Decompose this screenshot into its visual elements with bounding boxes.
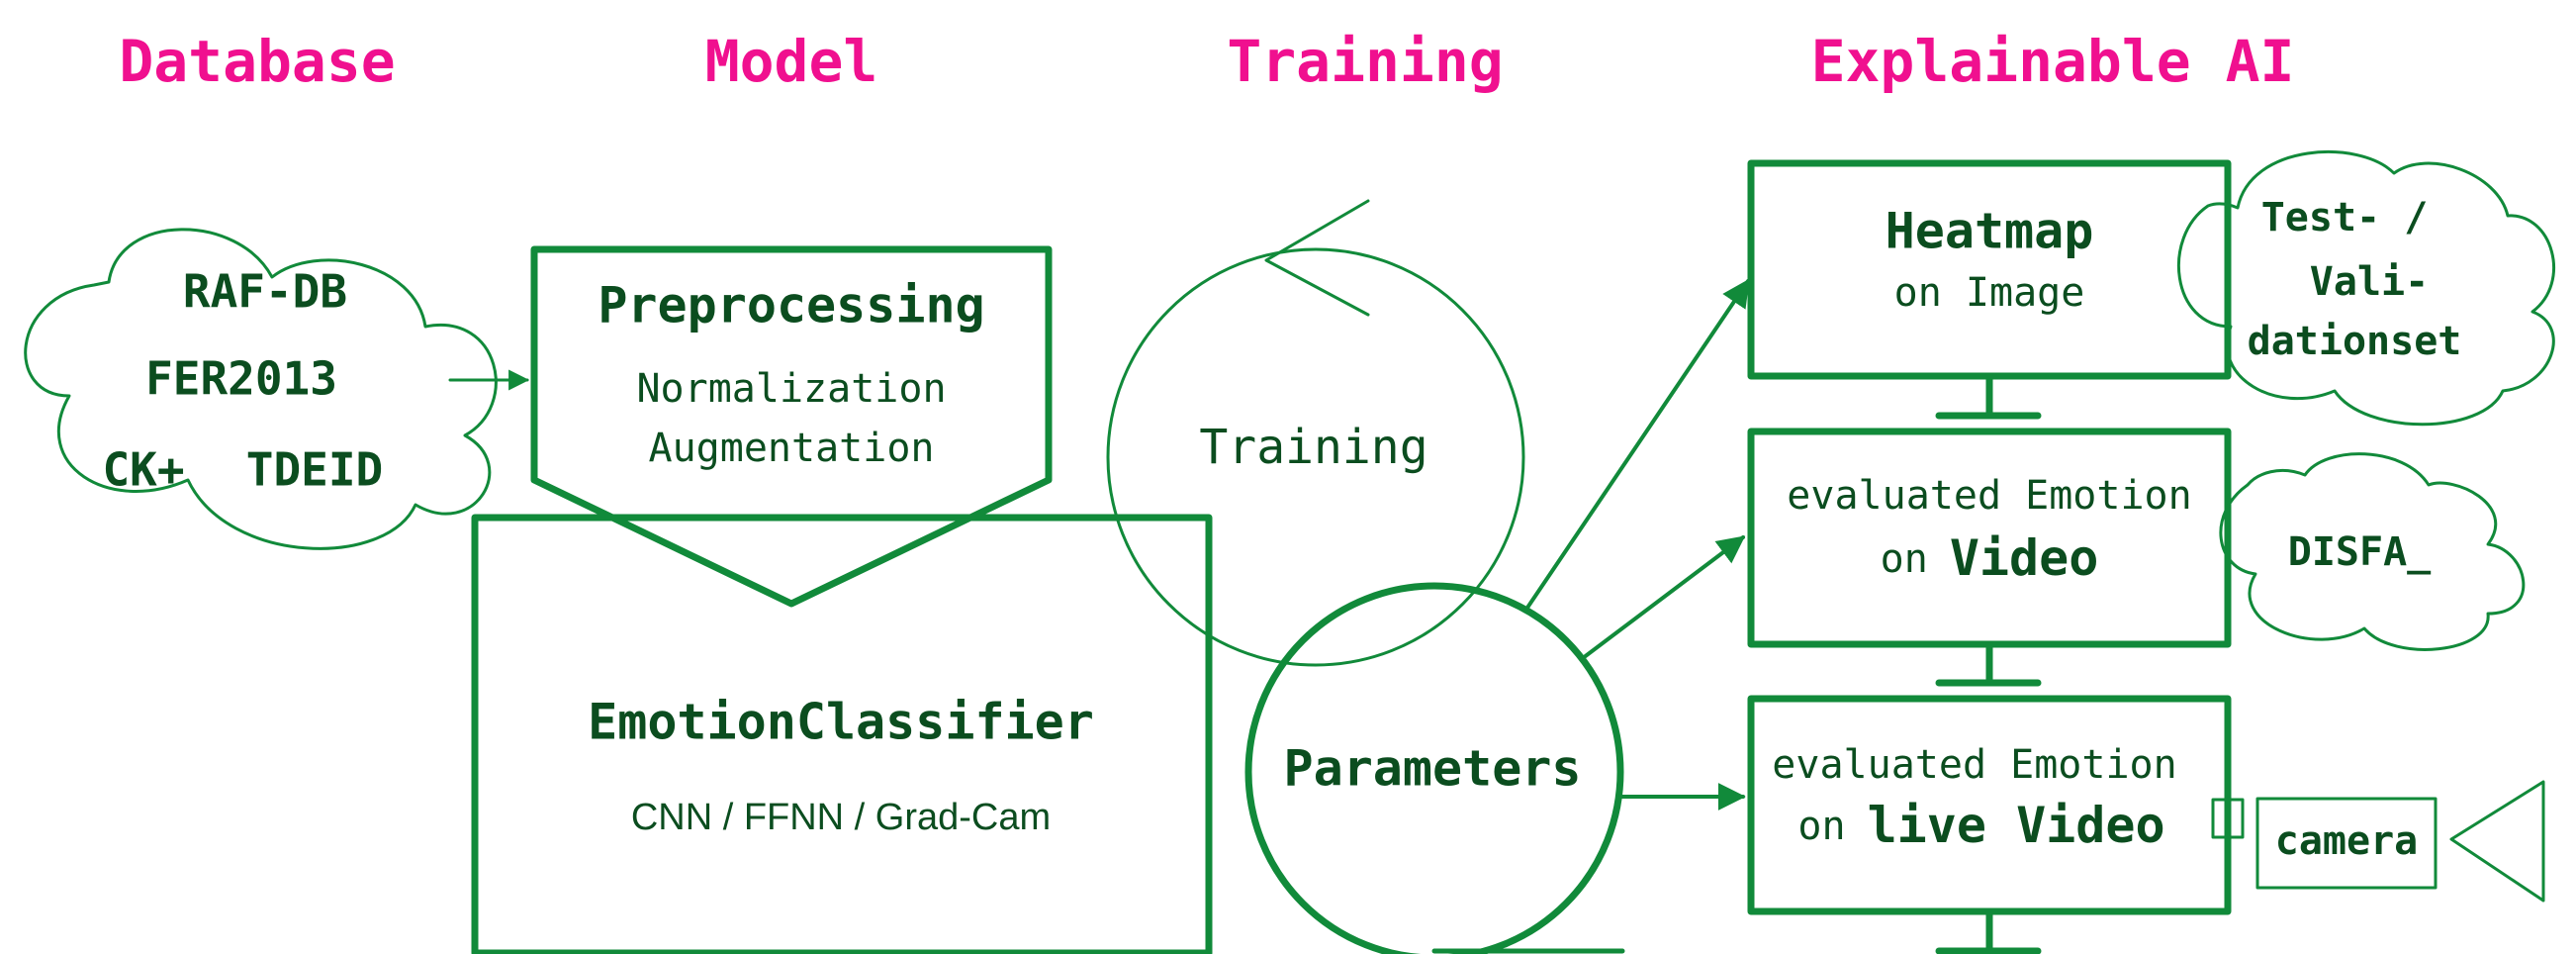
preprocessing-normalization: Normalization bbox=[636, 366, 946, 412]
camera-lens-square bbox=[2211, 798, 2245, 839]
training-loop-arrowhead bbox=[1264, 199, 1370, 317]
arrow-parameters-to-heatmap bbox=[1523, 278, 1750, 613]
camera-icon bbox=[2449, 780, 2545, 903]
testset-line3: dationset bbox=[2248, 319, 2462, 364]
live-video-line2: on live Video bbox=[1797, 797, 2164, 854]
heading-model: Model bbox=[705, 28, 878, 95]
arrow-parameters-to-video bbox=[1581, 535, 1746, 660]
heading-training: Training bbox=[1227, 28, 1503, 95]
heading-database: Database bbox=[119, 28, 395, 95]
testset-line2: Vali- bbox=[2310, 259, 2429, 305]
heatmap-subtitle: on Image bbox=[1894, 270, 2085, 316]
preprocessing-augmentation: Augmentation bbox=[649, 426, 935, 471]
dataset-ck-plus: CK+ bbox=[102, 443, 184, 497]
live-video-strong: live Video bbox=[1868, 797, 2165, 854]
camera-body bbox=[2255, 797, 2438, 890]
dataset-tdeid: TDEID bbox=[246, 443, 383, 497]
disfa-label: DISFA_ bbox=[2288, 529, 2432, 575]
heatmap-title: Heatmap bbox=[1886, 203, 2094, 260]
preprocessing-title: Preprocessing bbox=[598, 277, 984, 334]
emotion-classifier-box bbox=[471, 514, 1213, 954]
dataset-fer2013: FER2013 bbox=[145, 352, 337, 406]
preprocessing-box bbox=[530, 245, 1053, 608]
training-label: Training bbox=[1199, 420, 1427, 475]
video-line2: on Video bbox=[1881, 529, 2099, 587]
video-strong: Video bbox=[1950, 529, 2099, 587]
video-on: on bbox=[1881, 536, 1928, 582]
live-video-on: on bbox=[1797, 804, 1845, 849]
parameters-circle bbox=[1244, 582, 1624, 954]
dataset-raf-db: RAF-DB bbox=[183, 265, 347, 319]
classifier-subtitle: CNN / FFNN / Grad-Cam bbox=[631, 797, 1051, 838]
classifier-title: EmotionClassifier bbox=[588, 694, 1094, 751]
video-line1: evaluated Emotion bbox=[1787, 473, 2191, 519]
database-cloud bbox=[24, 228, 498, 550]
live-video-line1: evaluated Emotion bbox=[1772, 742, 2176, 788]
disfa-cloud bbox=[2219, 452, 2526, 651]
training-loop-circle bbox=[1106, 247, 1525, 667]
heading-explainable-ai: Explainable AI bbox=[1811, 28, 2295, 95]
testset-cloud bbox=[2177, 150, 2556, 427]
camera-label: camera bbox=[2275, 818, 2419, 864]
parameters-label: Parameters bbox=[1283, 740, 1581, 798]
testset-line1: Test- / bbox=[2261, 195, 2429, 240]
